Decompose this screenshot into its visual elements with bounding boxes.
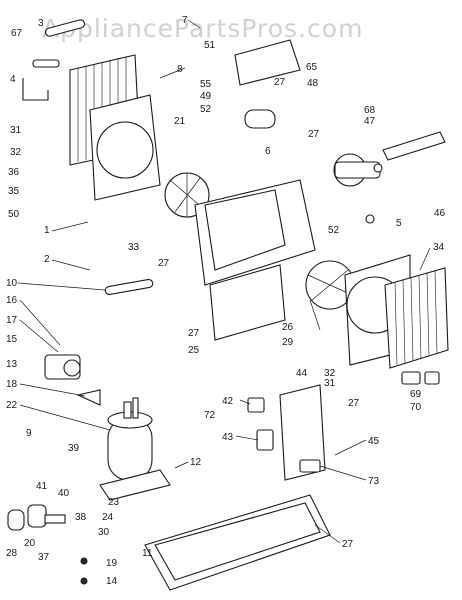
callout-47: 47 [364,116,376,127]
callout-21: 21 [174,116,186,127]
callout-27b: 27 [308,129,320,140]
callout-27e: 27 [348,398,360,409]
callout-15: 15 [6,334,18,345]
callout-39: 39 [68,443,80,454]
callout-30: 30 [98,527,110,538]
callout-44: 44 [296,368,308,379]
callout-24: 24 [102,512,114,523]
callout-14: 14 [106,576,118,587]
callout-25: 25 [188,345,200,356]
callout-37: 37 [38,552,50,563]
callout-10: 10 [6,278,18,289]
callout-28: 28 [6,548,18,559]
callout-16: 16 [6,295,18,306]
callout-27d: 27 [188,328,200,339]
callout-4: 4 [10,74,16,85]
callout-5: 5 [396,218,402,229]
callout-7: 7 [182,15,188,26]
callout-27c: 27 [158,258,170,269]
callout-20: 20 [24,538,36,549]
callout-31b: 31 [324,378,336,389]
callout-41: 41 [36,481,48,492]
callout-34: 34 [433,242,445,253]
callout-8: 8 [177,64,183,75]
callout-26: 26 [282,322,294,333]
callout-43: 43 [222,432,234,443]
callout-11: 11 [142,548,153,559]
callout-68: 68 [364,105,376,116]
leader-lines [17,19,431,544]
callout-72: 72 [204,410,216,421]
callout-38: 38 [75,512,87,523]
callout-labels: 1 2 3 4 5 6 7 8 9 10 11 12 13 14 15 16 1… [6,15,446,587]
callout-17: 17 [6,315,18,326]
callout-52a: 52 [200,104,212,115]
callout-18: 18 [6,379,18,390]
callout-48: 48 [307,78,319,89]
callout-29: 29 [282,337,294,348]
callout-23: 23 [108,497,120,508]
callout-3: 3 [38,18,44,29]
callout-51: 51 [204,40,216,51]
callout-67: 67 [11,28,23,39]
callout-52b: 52 [328,225,340,236]
callout-31a: 31 [10,125,22,136]
callout-33: 33 [128,242,140,253]
callout-13: 13 [6,359,18,370]
callout-36: 36 [8,167,20,178]
callout-45: 45 [368,436,380,447]
callout-40: 40 [58,488,70,499]
callout-55: 55 [200,79,212,90]
callout-70: 70 [410,402,422,413]
callout-32b: 32 [324,368,336,379]
parts-drawing [7,19,449,591]
callout-1: 1 [44,225,50,236]
callout-12: 12 [190,457,202,468]
callout-9: 9 [26,428,32,439]
callout-19: 19 [106,558,118,569]
callout-2: 2 [44,254,50,265]
callout-50: 50 [8,209,20,220]
callout-22: 22 [6,400,18,411]
callout-32a: 32 [10,147,22,158]
callout-27a: 27 [274,77,286,88]
callout-27f: 27 [342,539,354,550]
callout-65: 65 [306,62,318,73]
callout-46: 46 [434,208,446,219]
callout-49: 49 [200,91,212,102]
callout-35: 35 [8,186,20,197]
callout-69: 69 [410,389,422,400]
callout-6: 6 [265,146,271,157]
callout-42: 42 [222,396,234,407]
callout-73: 73 [368,476,380,487]
